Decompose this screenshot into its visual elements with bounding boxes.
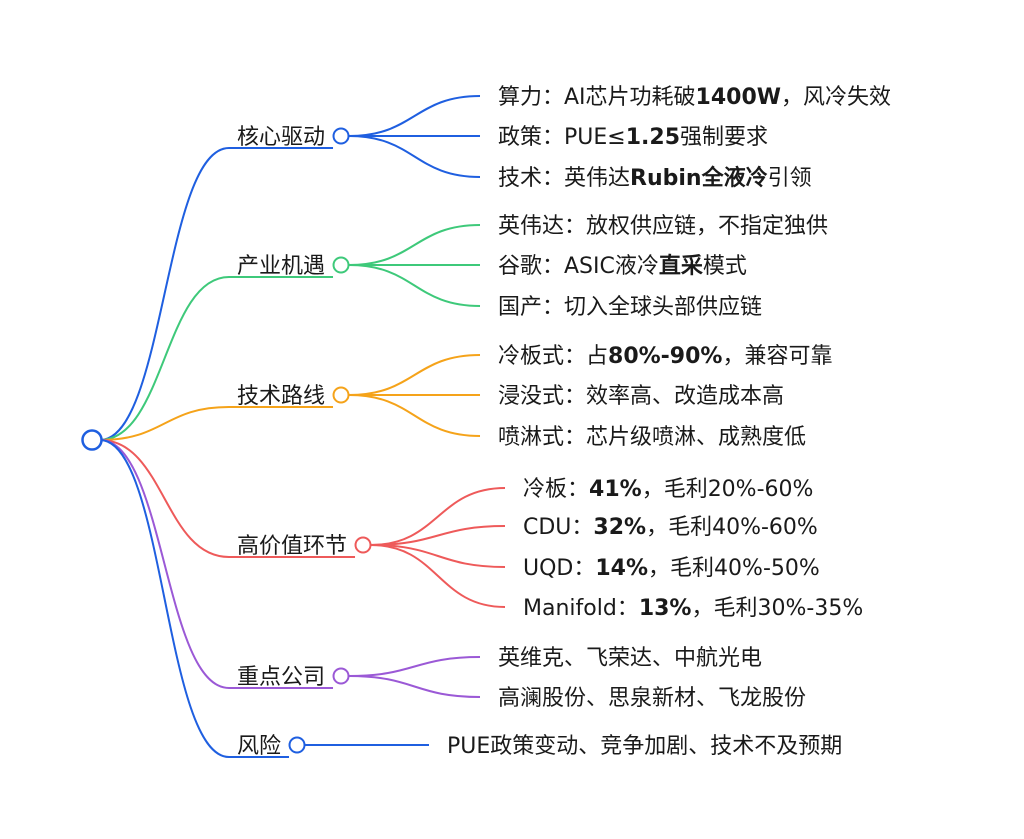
leaf-edge xyxy=(371,525,506,546)
leaf-segment: ，兼容可靠 xyxy=(722,344,832,369)
leaf-text: 冷板：41%，毛利20%-60% xyxy=(523,477,813,502)
branch-edge xyxy=(99,439,230,689)
leaf-text: CDU：32%，毛利40%-60% xyxy=(523,515,818,540)
leaf-segment: 国产：切入全球头部供应链 xyxy=(498,295,762,320)
leaf-segment: 英维克、飞荣达、中航光电 xyxy=(498,646,762,671)
leaf-segment: ，毛利40%-50% xyxy=(648,556,820,581)
leaf-segment: ，风冷失效 xyxy=(781,85,891,110)
leaf-segment: ，毛利20%-60% xyxy=(642,477,814,502)
leaf-segment: 谷歌：ASIC液冷 xyxy=(498,254,659,279)
leaf-text: 高澜股份、思泉新材、飞龙股份 xyxy=(498,686,806,711)
leaf-segment: ，毛利40%-60% xyxy=(646,515,818,540)
leaf-segment: 模式 xyxy=(703,254,747,279)
leaf-segment: 14% xyxy=(595,556,648,581)
leaf-segment: ，毛利30%-35% xyxy=(691,596,863,621)
leaf-edge xyxy=(349,135,481,178)
branch-label: 高价值环节 xyxy=(237,534,347,559)
leaf-segment: 13% xyxy=(639,596,692,621)
branch-node[interactable] xyxy=(288,736,306,754)
leaf-edge xyxy=(349,394,481,437)
leaf-segment: 32% xyxy=(593,515,646,540)
leaf-text: 技术：英伟达Rubin全液冷引领 xyxy=(498,165,812,191)
mindmap-edges xyxy=(99,95,506,758)
leaf-segment: PUE政策变动、竞争加剧、技术不及预期 xyxy=(447,734,842,759)
branch-node[interactable] xyxy=(332,127,350,145)
branch-edge xyxy=(99,439,230,558)
leaf-segment: 41% xyxy=(589,477,642,502)
leaf-text: 谷歌：ASIC液冷直采模式 xyxy=(498,253,747,279)
leaf-segment: 1400W xyxy=(696,85,782,110)
branch-node[interactable] xyxy=(332,667,350,685)
leaf-text: 喷淋式：芯片级喷淋、成熟度低 xyxy=(498,425,806,450)
leaf-segment: CDU： xyxy=(523,515,593,540)
leaf-edge xyxy=(349,656,481,677)
leaf-segment: 浸没式：效率高、改造成本高 xyxy=(498,384,784,409)
leaf-edge xyxy=(371,544,506,608)
branch-label: 风险 xyxy=(237,734,281,759)
branch-node[interactable] xyxy=(354,536,372,554)
leaf-text: 英伟达：放权供应链，不指定独供 xyxy=(498,214,828,239)
leaf-edge xyxy=(349,675,481,698)
leaf-segment: 直采 xyxy=(659,253,703,279)
leaf-segment: 80%-90% xyxy=(608,344,722,369)
leaf-text: 政策：PUE≤1.25强制要求 xyxy=(498,125,768,150)
leaf-edge xyxy=(349,354,481,396)
leaf-segment: 强制要求 xyxy=(680,125,768,150)
leaf-segment: 高澜股份、思泉新材、飞龙股份 xyxy=(498,686,806,711)
leaf-text: 英维克、飞荣达、中航光电 xyxy=(498,646,762,671)
leaf-segment: 1.25 xyxy=(626,125,680,150)
leaf-segment: 技术：英伟达 xyxy=(498,166,630,191)
root-node[interactable] xyxy=(81,429,103,451)
leaf-text: PUE政策变动、竞争加剧、技术不及预期 xyxy=(447,734,842,759)
branch-label: 核心驱动 xyxy=(237,125,325,150)
leaf-edge xyxy=(371,544,506,568)
leaf-segment: 算力：AI芯片功耗破 xyxy=(498,85,696,110)
leaf-text: 算力：AI芯片功耗破1400W，风冷失效 xyxy=(498,85,891,110)
mindmap-labels: 核心驱动算力：AI芯片功耗破1400W，风冷失效政策：PUE≤1.25强制要求技… xyxy=(237,85,891,759)
leaf-segment: 冷板： xyxy=(523,477,589,502)
branch-edge xyxy=(99,439,230,758)
leaf-segment: 冷板式：占 xyxy=(498,344,608,369)
branch-edge xyxy=(99,276,230,441)
branch-node[interactable] xyxy=(332,386,350,404)
leaf-segment: 政策：PUE≤ xyxy=(498,125,626,150)
branch-edge xyxy=(99,406,230,441)
branch-edge xyxy=(99,147,230,441)
leaf-segment: UQD： xyxy=(523,556,595,581)
branch-label: 产业机遇 xyxy=(237,254,325,279)
leaf-edge xyxy=(349,224,481,266)
leaf-text: 国产：切入全球头部供应链 xyxy=(498,295,762,320)
leaf-text: Manifold：13%，毛利30%-35% xyxy=(523,596,863,621)
branch-label: 重点公司 xyxy=(237,665,325,690)
leaf-edge xyxy=(349,264,481,307)
leaf-segment: 引领 xyxy=(768,166,812,191)
leaf-text: UQD：14%，毛利40%-50% xyxy=(523,556,820,581)
leaf-text: 浸没式：效率高、改造成本高 xyxy=(498,384,784,409)
leaf-segment: Manifold： xyxy=(523,596,639,621)
branch-label: 技术路线 xyxy=(237,384,325,409)
leaf-segment: 英伟达：放权供应链，不指定独供 xyxy=(498,214,828,239)
leaf-text: 冷板式：占80%-90%，兼容可靠 xyxy=(498,344,832,369)
leaf-segment: Rubin全液冷 xyxy=(630,165,768,191)
mindmap-nodes xyxy=(81,127,372,754)
leaf-segment: 喷淋式：芯片级喷淋、成熟度低 xyxy=(498,425,806,450)
leaf-edge xyxy=(371,487,506,546)
leaf-edge xyxy=(349,95,481,137)
branch-node[interactable] xyxy=(332,256,350,274)
